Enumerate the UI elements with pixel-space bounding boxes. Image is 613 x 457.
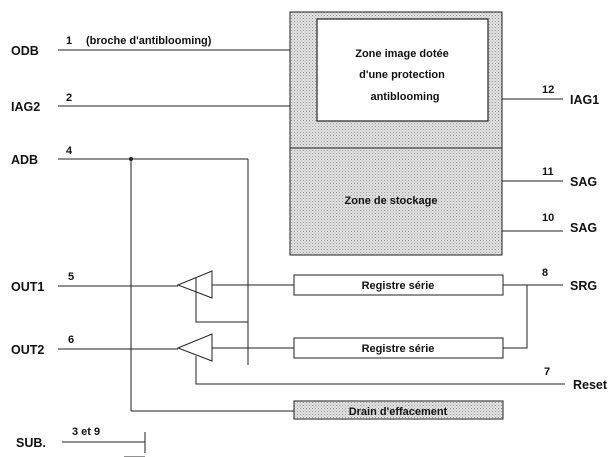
reset-label: Reset <box>573 378 608 392</box>
sag11-label: SAG <box>570 175 597 189</box>
odb-label: ODB <box>11 44 39 58</box>
out1-pin: 5 <box>68 271 74 283</box>
sub-pin: 3 et 9 <box>72 426 100 438</box>
reset-line <box>195 356 565 385</box>
drain-label: Drain d'effacement <box>349 406 448 418</box>
iag1-pin: 12 <box>542 84 554 96</box>
sub-label: SUB. <box>16 436 46 450</box>
image-zone-box <box>316 18 489 122</box>
iag2-label: IAG2 <box>11 100 40 114</box>
out1-label: OUT1 <box>11 280 44 294</box>
odb-pin: 1 <box>66 35 72 47</box>
srg-pin: 8 <box>542 267 548 279</box>
odb-note: (broche d'antiblooming) <box>86 35 212 47</box>
sag11-pin: 11 <box>542 166 554 178</box>
register-1-label: Registre série <box>362 280 435 292</box>
out2-label: OUT2 <box>11 343 44 357</box>
srg-label: SRG <box>570 279 597 293</box>
amp1-supply <box>195 278 248 323</box>
storage-section <box>289 147 503 256</box>
amplifier-2 <box>176 333 213 362</box>
amplifier-1 <box>176 270 213 299</box>
iag1-label: IAG1 <box>570 93 599 107</box>
reset-pin: 7 <box>544 366 550 378</box>
sag10-label: SAG <box>570 221 597 235</box>
image-zone-line1: Zone image dotée <box>355 48 449 60</box>
image-zone-line3: antiblooming <box>370 91 439 103</box>
out2-pin: 6 <box>68 334 74 346</box>
adb-label: ADB <box>11 153 38 167</box>
iag2-pin: 2 <box>66 92 72 104</box>
register-2-label: Registre série <box>362 343 435 355</box>
srg-to-reg2 <box>503 285 528 349</box>
adb-pin: 4 <box>66 145 73 157</box>
storage-zone-label: Zone de stockage <box>345 195 438 207</box>
image-zone-line2: d'une protection <box>359 69 445 81</box>
sag10-pin: 10 <box>542 212 554 224</box>
drain-box <box>293 400 504 420</box>
